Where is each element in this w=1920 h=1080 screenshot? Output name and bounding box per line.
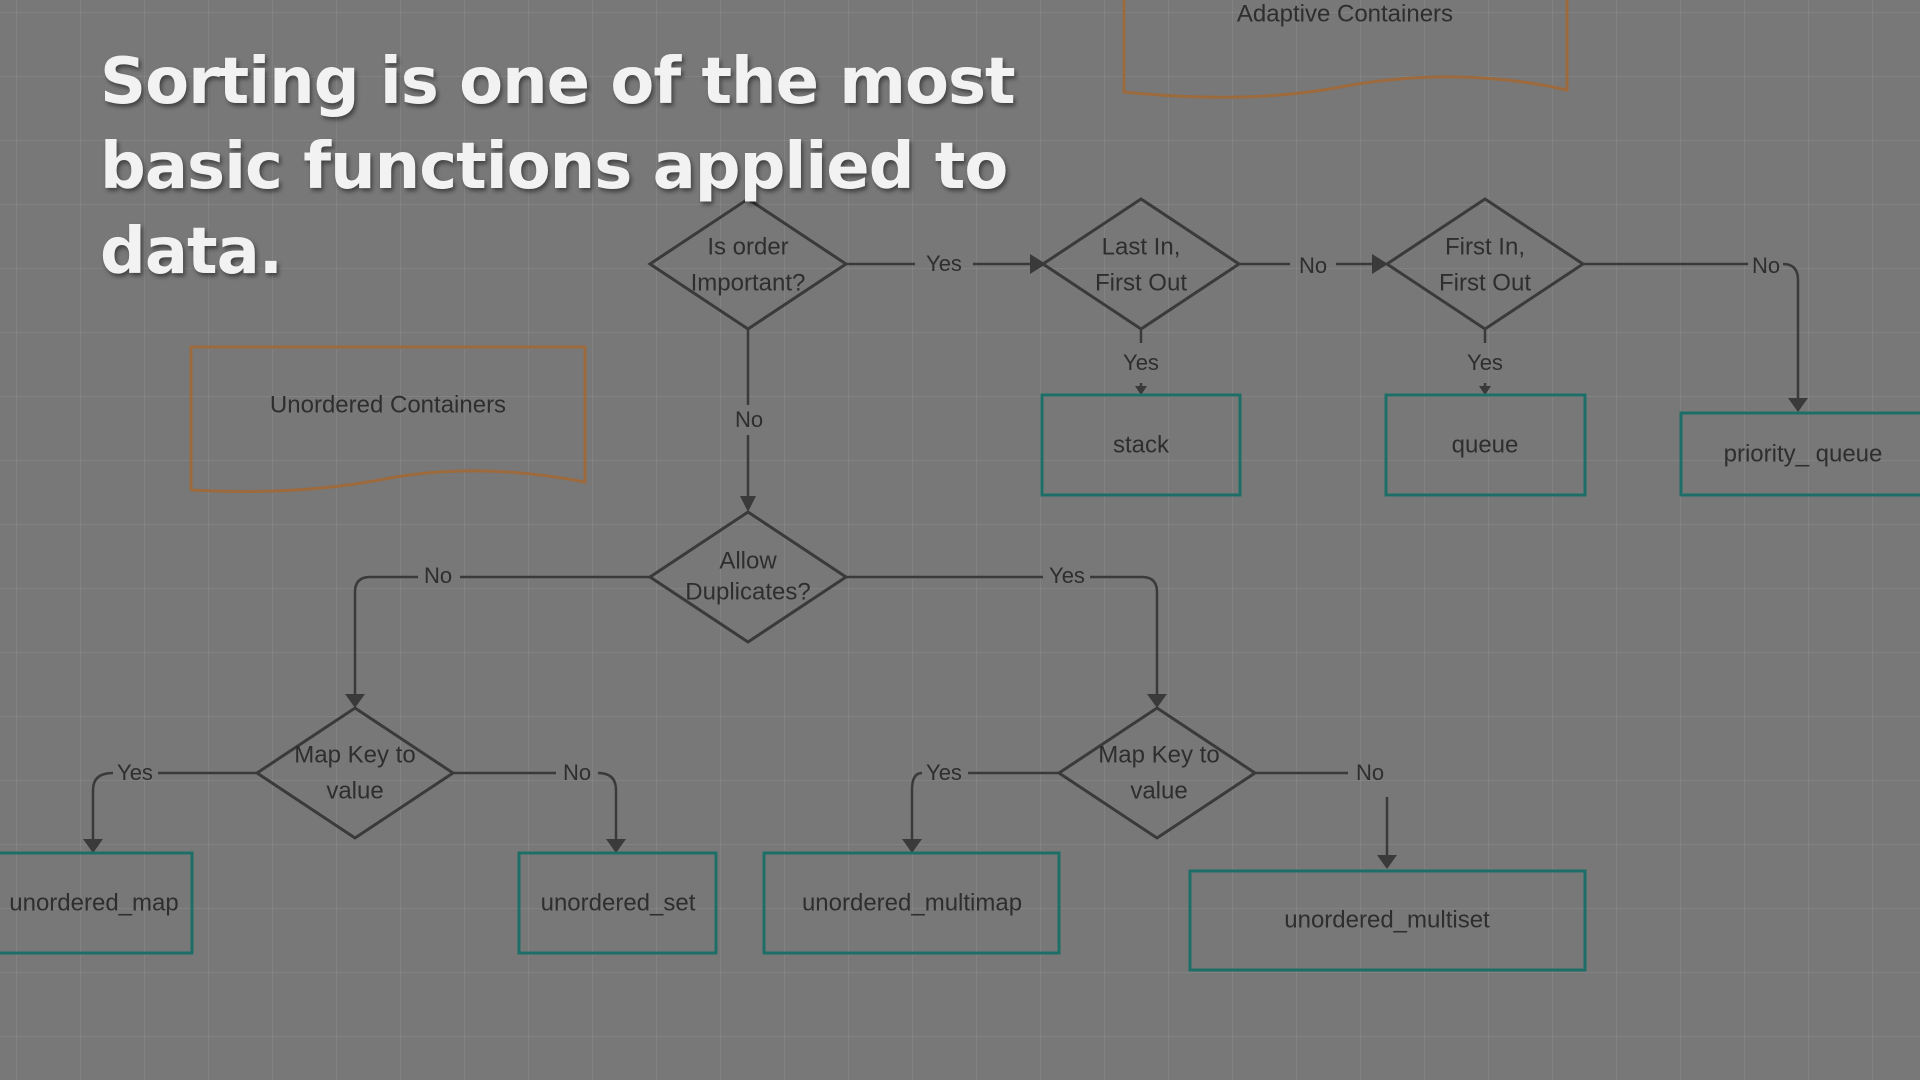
edge-label-no: No bbox=[563, 760, 591, 785]
decision-order-important[interactable]: Is order Important? bbox=[647, 197, 849, 331]
connectors bbox=[83, 254, 1808, 869]
box-unordered-multiset[interactable]: unordered_multiset bbox=[1188, 869, 1587, 972]
box-unordered-map[interactable]: unordered_map bbox=[0, 851, 194, 955]
decision-text: First Out bbox=[1439, 269, 1531, 296]
box-unordered-multimap[interactable]: unordered_multimap bbox=[762, 851, 1061, 955]
group-title: Unordered Containers bbox=[270, 391, 506, 418]
group-adaptive-containers[interactable]: Adaptive Containers bbox=[1122, 0, 1569, 99]
caption-line: data. bbox=[100, 215, 283, 289]
decision-text: value bbox=[1130, 777, 1187, 804]
edge-label-yes: Yes bbox=[1123, 350, 1159, 375]
decision-text: Important? bbox=[691, 269, 806, 296]
edge-label-yes: Yes bbox=[926, 760, 962, 785]
edge-label-no: No bbox=[1299, 253, 1327, 278]
decision-text: Last In, bbox=[1102, 233, 1181, 260]
edge-label-yes: Yes bbox=[1467, 350, 1503, 375]
box-stack[interactable]: stack bbox=[1040, 393, 1242, 497]
box-priority-queue[interactable]: priority_ queue bbox=[1679, 411, 1920, 497]
box-label: queue bbox=[1452, 431, 1519, 458]
edge-label-no: No bbox=[735, 407, 763, 432]
edge-label-yes: Yes bbox=[926, 251, 962, 276]
box-unordered-set[interactable]: unordered_set bbox=[517, 851, 718, 955]
box-label: unordered_set bbox=[541, 889, 696, 916]
caption-line: Sorting is one of the most bbox=[100, 45, 1016, 119]
box-queue[interactable]: queue bbox=[1384, 393, 1587, 497]
box-label: unordered_map bbox=[9, 889, 178, 916]
edge-label-yes: Yes bbox=[1049, 563, 1085, 588]
box-label: unordered_multimap bbox=[802, 889, 1022, 916]
decision-text: Allow bbox=[719, 547, 777, 574]
decision-text: Duplicates? bbox=[685, 578, 810, 605]
edge-label-no: No bbox=[424, 563, 452, 588]
box-label: stack bbox=[1113, 431, 1170, 458]
decision-text: Map Key to bbox=[294, 741, 415, 768]
caption-line: basic functions applied to bbox=[100, 130, 1008, 204]
edge-label-no: No bbox=[1752, 253, 1780, 278]
edge-label-yes: Yes bbox=[117, 760, 153, 785]
group-unordered-containers[interactable]: Unordered Containers bbox=[189, 345, 587, 493]
decision-allow-duplicates[interactable]: Allow Duplicates? bbox=[647, 510, 849, 644]
box-label: priority_ queue bbox=[1724, 440, 1883, 467]
decision-fifo[interactable]: First In, First Out bbox=[1384, 197, 1586, 331]
caption-overlay: Sorting is one of the most basic functio… bbox=[100, 40, 1100, 295]
decision-map-key-left[interactable]: Map Key to value bbox=[254, 706, 456, 840]
box-label: unordered_multiset bbox=[1284, 906, 1490, 933]
edge-label-no: No bbox=[1356, 760, 1384, 785]
decision-map-key-right[interactable]: Map Key to value bbox=[1056, 706, 1258, 840]
decision-text: First Out bbox=[1095, 269, 1187, 296]
decision-text: Map Key to bbox=[1098, 741, 1219, 768]
decision-lifo[interactable]: Last In, First Out bbox=[1040, 197, 1242, 331]
decision-text: value bbox=[326, 777, 383, 804]
decision-text: Is order bbox=[707, 233, 788, 260]
decision-text: First In, bbox=[1445, 233, 1525, 260]
group-title: Adaptive Containers bbox=[1237, 0, 1453, 27]
